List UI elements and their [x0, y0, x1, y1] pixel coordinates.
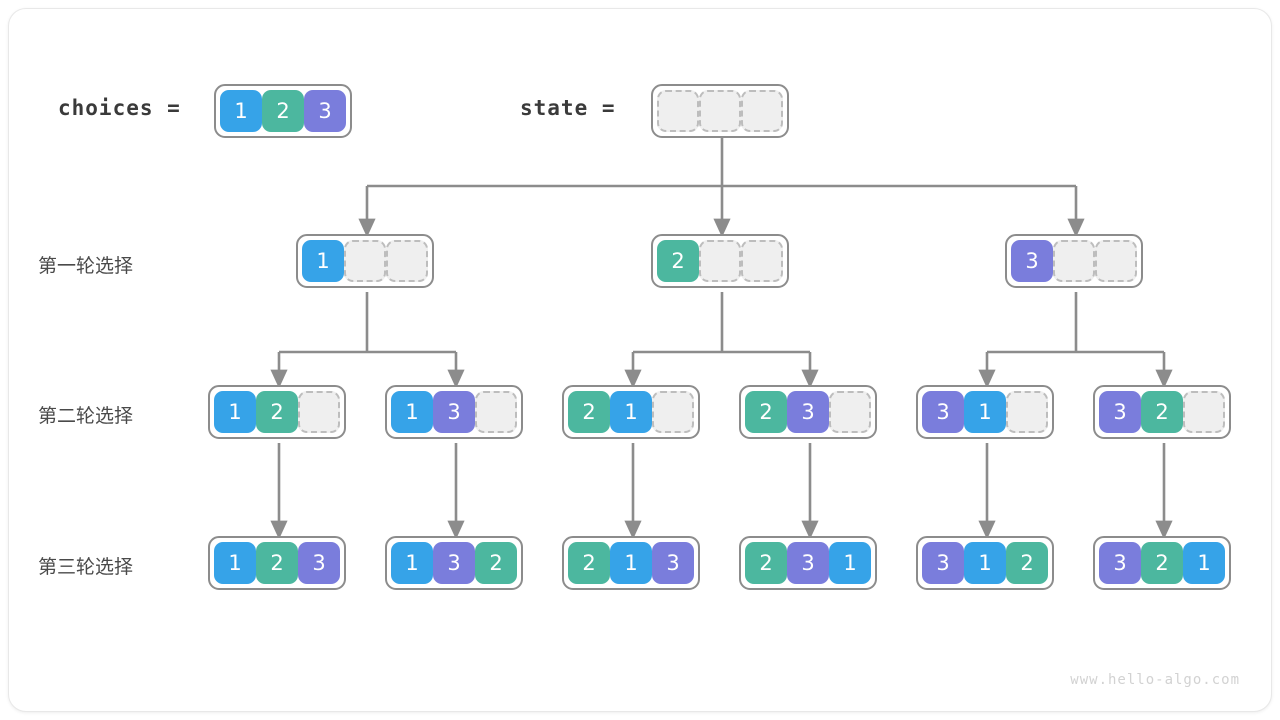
array-cell-value: 1 — [214, 542, 256, 584]
array-cell-empty — [1095, 240, 1137, 282]
array-cell-value: 3 — [652, 542, 694, 584]
array-cell-empty — [829, 391, 871, 433]
array-cell-empty — [699, 240, 741, 282]
array-cell-value: 2 — [568, 542, 610, 584]
choices-label: choices = — [58, 96, 181, 120]
array-cell-empty — [1053, 240, 1095, 282]
array-cell-empty — [699, 90, 741, 132]
array-cell-value: 2 — [745, 542, 787, 584]
round-label-2: 第二轮选择 — [38, 405, 134, 427]
array-cell-value: 2 — [256, 391, 298, 433]
state-array — [651, 84, 789, 138]
array-cell-empty — [741, 90, 783, 132]
array-cell-value: 2 — [1141, 391, 1183, 433]
state-label: state = — [520, 96, 616, 120]
array-cell-value: 1 — [1183, 542, 1225, 584]
watermark: www.hello-algo.com — [1070, 672, 1240, 688]
array-cell-value: 2 — [568, 391, 610, 433]
array-cell-empty — [657, 90, 699, 132]
array-cell-empty — [741, 240, 783, 282]
array-cell-value: 1 — [220, 90, 262, 132]
array-cell-value: 3 — [433, 542, 475, 584]
array-cell-empty — [1183, 391, 1225, 433]
array-cell-empty — [1006, 391, 1048, 433]
array-cell-empty — [386, 240, 428, 282]
array-cell-value: 3 — [304, 90, 346, 132]
array-cell-value: 3 — [787, 542, 829, 584]
state-node: 3 — [1005, 234, 1143, 288]
array-cell-value: 3 — [922, 391, 964, 433]
array-cell-value: 2 — [1141, 542, 1183, 584]
array-cell-value: 1 — [391, 391, 433, 433]
diagram-frame — [8, 8, 1272, 712]
array-cell-value: 2 — [262, 90, 304, 132]
array-cell-value: 2 — [657, 240, 699, 282]
array-cell-value: 3 — [1011, 240, 1053, 282]
array-cell-value: 1 — [964, 542, 1006, 584]
array-cell-value: 1 — [610, 542, 652, 584]
array-cell-empty — [475, 391, 517, 433]
array-cell-empty — [652, 391, 694, 433]
array-cell-value: 1 — [391, 542, 433, 584]
state-node: 1 — [296, 234, 434, 288]
round-label-1: 第一轮选择 — [38, 255, 134, 277]
array-cell-value: 1 — [610, 391, 652, 433]
array-cell-value: 1 — [964, 391, 1006, 433]
array-cell-value: 3 — [787, 391, 829, 433]
array-cell-value: 1 — [829, 542, 871, 584]
array-cell-value: 1 — [302, 240, 344, 282]
array-cell-value: 2 — [745, 391, 787, 433]
array-cell-value: 3 — [298, 542, 340, 584]
state-node: 2 — [651, 234, 789, 288]
array-cell-value: 2 — [475, 542, 517, 584]
array-cell-value: 3 — [1099, 391, 1141, 433]
round-label-3: 第三轮选择 — [38, 556, 134, 578]
array-cell-value: 3 — [922, 542, 964, 584]
array-cell-empty — [298, 391, 340, 433]
array-cell-value: 2 — [256, 542, 298, 584]
array-cell-value: 3 — [433, 391, 475, 433]
array-cell-value: 3 — [1099, 542, 1141, 584]
array-cell-empty — [344, 240, 386, 282]
array-cell-value: 2 — [1006, 542, 1048, 584]
array-cell-value: 1 — [214, 391, 256, 433]
